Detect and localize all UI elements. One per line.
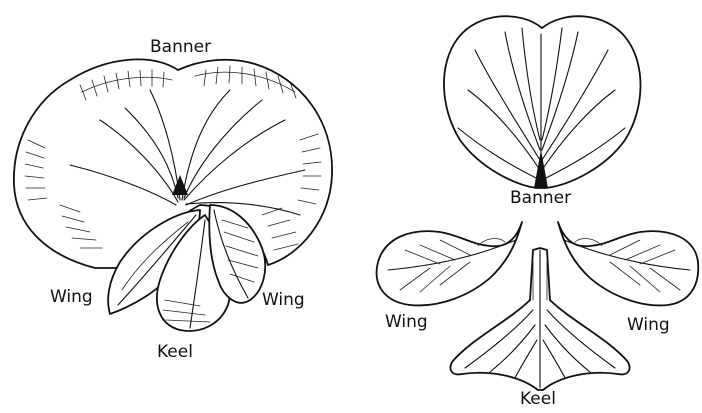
assembled-banner-label: Banner	[150, 37, 211, 57]
dissected-right-wing	[558, 222, 698, 305]
assembled-right-wing-label: Wing	[262, 290, 305, 310]
assembled-flower: Banner Wing Wing Keel	[14, 37, 332, 362]
dissected-banner-petal	[444, 16, 641, 188]
dissected-keel-label: Keel	[520, 389, 556, 408]
dissected-banner-label: Banner	[510, 188, 571, 208]
dissected-flower: Banner Wing Wing	[377, 16, 699, 408]
dissected-left-wing-label: Wing	[385, 312, 428, 332]
dissected-right-wing-label: Wing	[627, 315, 670, 335]
assembled-keel-label: Keel	[157, 342, 193, 362]
dissected-left-wing	[377, 222, 522, 305]
assembled-left-wing-label: Wing	[50, 287, 93, 307]
